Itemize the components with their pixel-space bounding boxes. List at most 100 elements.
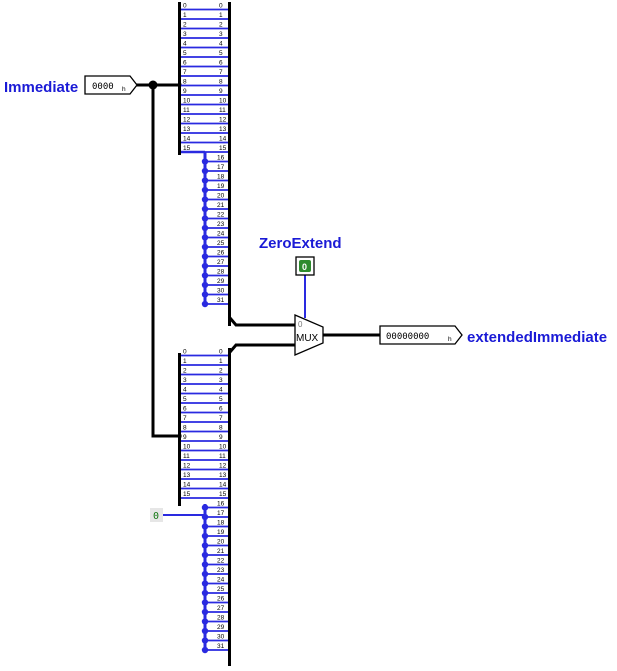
top-splitter-out-bit-label: 12 [219, 117, 227, 124]
bottom-splitter-ext-junction [201, 551, 209, 559]
top-splitter-out-bit-label: 18 [217, 174, 225, 181]
bottom-splitter-out-bit-label: 21 [217, 548, 225, 555]
bottom-splitter-out-bit-label: 14 [219, 482, 227, 489]
bottom-splitter-in-bit-label: 3 [183, 377, 187, 384]
mux-select-label: 0 [298, 320, 303, 329]
top-splitter-in-bit-label: 2 [183, 22, 187, 29]
bottom-splitter-out-bit-label: 10 [219, 444, 227, 451]
bottom-splitter-ext-junction [201, 637, 209, 644]
bottom-splitter-out-bit-label: 13 [219, 472, 227, 479]
bottom-splitter-in-bit-label: 7 [183, 415, 187, 422]
bottom-splitter-out-bit-label: 19 [217, 529, 225, 536]
output-radix: h [448, 336, 452, 343]
bottom-splitter-ext-junction [201, 646, 209, 654]
top-splitter-in-bit-label: 8 [183, 79, 187, 86]
extended-immediate-label: extendedImmediate [467, 329, 607, 346]
bottom-splitter-out-bit-label: 9 [219, 434, 223, 441]
bottom-splitter-ext-junction [201, 570, 209, 578]
top-splitter-out-bit-label: 30 [217, 288, 225, 295]
bottom-splitter-in-bit-label: 11 [183, 453, 190, 460]
top-splitter-out-bit-label: 16 [217, 155, 225, 162]
top-splitter-out-bit-label: 31 [217, 297, 225, 304]
top-splitter-in-bit-label: 11 [183, 107, 190, 114]
top-splitter-in-bit-label: 0 [183, 3, 187, 10]
bottom-splitter-out-bit-label: 11 [219, 453, 226, 460]
top-splitter-in-bit-label: 5 [183, 50, 187, 57]
mux[interactable]: 0 MUX [294, 314, 324, 356]
top-splitter-in-bit-label: 13 [183, 126, 191, 133]
top-splitter-out-bus[interactable] [227, 315, 297, 327]
bottom-splitter-out-bit-label: 27 [217, 605, 225, 612]
top-splitter-ext-junction [201, 177, 209, 184]
top-splitter-out-bit-label: 17 [217, 164, 225, 171]
top-splitter-out-bit-label: 25 [217, 240, 225, 247]
bottom-splitter-ext-junction [201, 627, 209, 635]
top-splitter-out-bit-label: 21 [217, 202, 225, 209]
extended-immediate-output-pin[interactable]: 00000000 h [379, 325, 463, 345]
bottom-splitter-out-bit-label: 6 [219, 406, 223, 413]
immediate-branch-bus[interactable] [151, 83, 182, 438]
top-splitter-out-bit-label: 24 [217, 231, 225, 238]
bottom-splitter-out-bit-label: 17 [217, 510, 225, 517]
bottom-splitter-out-bit-label: 1 [219, 358, 223, 365]
bottom-splitter-in-bit-label: 10 [183, 444, 191, 451]
bottom-splitter-right-bar [228, 348, 231, 666]
bottom-splitter-ext-junction [201, 589, 209, 597]
bottom-splitter-out-bit-label: 29 [217, 624, 225, 631]
bottom-splitter-out-bit-label: 30 [217, 634, 225, 641]
top-splitter-out-bit-label: 26 [217, 250, 225, 257]
top-splitter-ext-junction [201, 281, 209, 289]
top-splitter-out-bit-label: 27 [217, 259, 225, 266]
top-splitter-out-bit-label: 3 [219, 31, 223, 38]
top-splitter-in-bit-label: 7 [183, 69, 187, 76]
top-splitter-ext-junction [201, 243, 209, 251]
bottom-splitter-ext-junction [201, 599, 209, 606]
bottom-splitter-out-bit-label: 25 [217, 586, 225, 593]
top-splitter-ext-junction [201, 291, 209, 298]
bottom-splitter-ext-junction [201, 513, 209, 521]
top-splitter-ext-junction [201, 253, 209, 260]
top-splitter-right-bar [228, 2, 231, 326]
bottom-splitter-in-bit-label: 9 [183, 434, 187, 441]
constant-zero[interactable]: 0 [150, 508, 163, 522]
top-splitter-out-bit-label: 22 [217, 212, 225, 219]
top-splitter-ext-junction [201, 186, 209, 194]
bottom-splitter-out-bit-label: 3 [219, 377, 223, 384]
zero-extend-value: 0 [302, 262, 307, 272]
bottom-splitter-in-bit-label: 14 [183, 482, 191, 489]
bottom-splitter-ext-junction [201, 618, 209, 625]
zero-extend-input[interactable]: 0 [295, 256, 315, 276]
bottom-splitter-in-bit-label: 0 [183, 349, 187, 356]
bus-wires [134, 83, 382, 438]
bottom-splitter-out-bus[interactable] [227, 343, 297, 355]
top-splitter-in-bit-label: 4 [183, 41, 187, 48]
top-splitter-out-bit-label: 5 [219, 50, 223, 57]
bottom-splitter-bar [178, 353, 181, 506]
constant-value: 0 [153, 511, 159, 522]
top-splitter-ext-junction [201, 262, 209, 270]
top-splitter-in-bit-label: 9 [183, 88, 187, 95]
bottom-splitter-ext-junction [201, 532, 209, 540]
bottom-splitter-in-bit-label: 2 [183, 368, 187, 375]
top-splitter-out-bit-label: 14 [219, 136, 227, 143]
bottom-splitter-out-bit-label: 22 [217, 558, 225, 565]
bottom-splitter-in-bit-label: 6 [183, 406, 187, 413]
bottom-splitter-in-bit-label: 5 [183, 396, 187, 403]
bottom-splitter-out-bit-label: 12 [219, 463, 227, 470]
immediate-input-pin[interactable]: 0000 h [84, 75, 138, 95]
top-splitter-out-bit-label: 29 [217, 278, 225, 285]
top-splitter-ext-junction [201, 158, 209, 165]
top-splitter-ext-junction [201, 234, 209, 241]
top-splitter-in-bit-label: 15 [183, 145, 191, 152]
top-splitter-ext-junction [201, 300, 209, 308]
immediate-radix: h [122, 86, 126, 93]
bottom-splitter-out-bit-label: 8 [219, 425, 223, 432]
top-splitter-out-bit-label: 8 [219, 79, 223, 86]
bottom-splitter-out-bit-label: 23 [217, 567, 225, 574]
top-splitter-out-bit-label: 10 [219, 98, 227, 105]
bottom-splitter-out-bit-label: 2 [219, 368, 223, 375]
top-splitter-out-bit-label: 20 [217, 193, 225, 200]
